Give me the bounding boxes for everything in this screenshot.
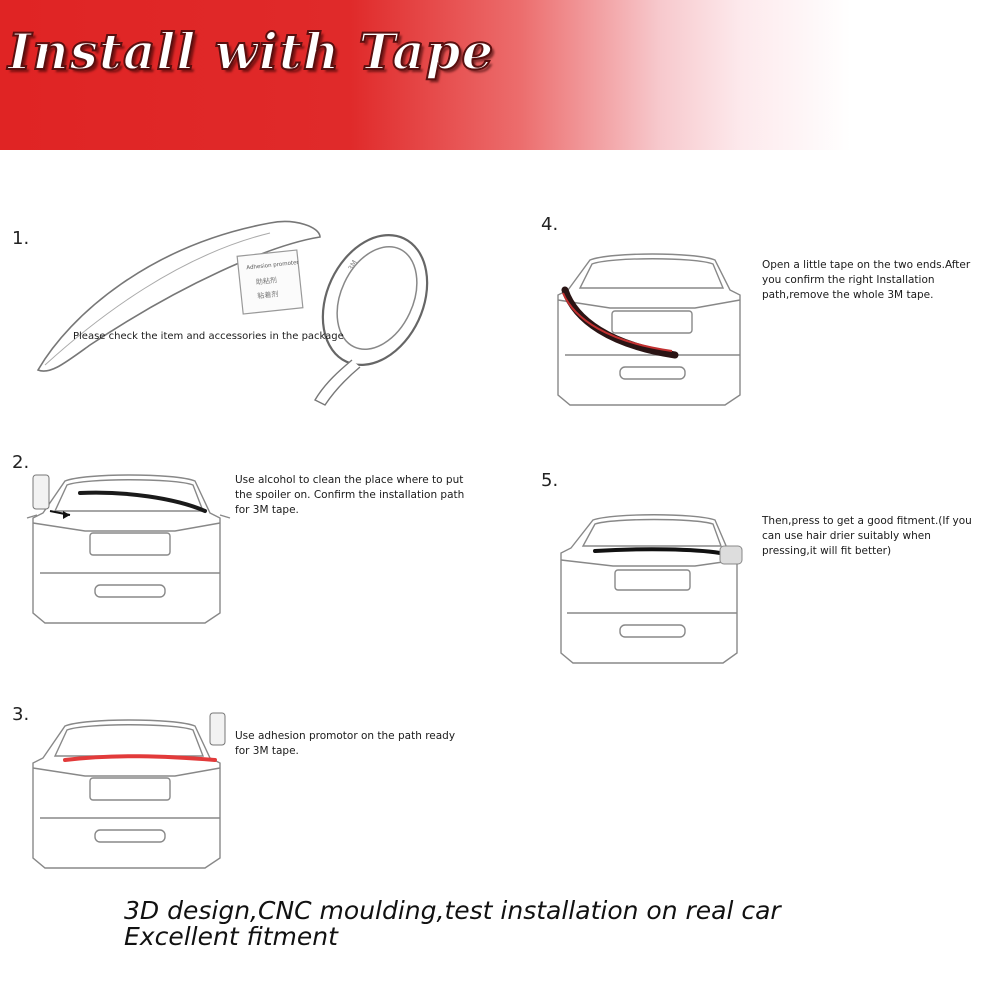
car-rear-outline (26, 474, 231, 624)
alcohol-bottle-icon (32, 474, 50, 510)
footer-text: 3D design,CNC moulding,test installation… (124, 898, 781, 950)
step-5-caption: Then,press to get a good fitment.(If you… (762, 515, 972, 557)
spoiler-path-line (78, 490, 207, 513)
header-banner: Install with Tape (0, 0, 1001, 150)
spoiler-black-icon (561, 286, 679, 359)
car-rear-outline (32, 719, 221, 869)
step-3-number: 3. (12, 704, 30, 725)
car-rear-outline (560, 514, 738, 664)
svg-text:粘着剂: 粘着剂 (257, 289, 279, 300)
page-title: Install with Tape (7, 21, 495, 82)
step-2-caption: Use alcohol to clean the place where to … (235, 474, 465, 516)
step-2-illustration (26, 474, 231, 624)
step-1-caption: Please check the item and accessories in… (73, 331, 344, 342)
spoiler-outline (36, 220, 321, 372)
step-3-illustration (32, 712, 226, 869)
step-5-illustration (560, 514, 743, 664)
tape-roll-icon: 3M (314, 234, 429, 406)
svg-text:助粘剂: 助粘剂 (255, 275, 277, 286)
step-5-number: 5. (541, 470, 559, 491)
step-1-illustration: Adhesion promoter 助粘剂 粘着剂 3M (36, 220, 429, 406)
tape-label: 3M (347, 259, 359, 272)
step-2-number: 2. (12, 452, 30, 473)
car-rear-outline (557, 253, 741, 406)
spoiler-installed-line (593, 547, 722, 555)
footer-line-1: 3D design,CNC moulding,test installation… (124, 896, 781, 925)
adhesion-promoter-label: Adhesion promoter (246, 260, 300, 272)
footer-line-2: Excellent fitment (124, 922, 338, 951)
step-4-illustration (557, 253, 741, 406)
spoiler-edge-line (44, 232, 271, 366)
hair-drier-icon (719, 545, 743, 565)
step-3-caption: Use adhesion promotor on the path ready … (235, 730, 456, 757)
step-1-number: 1. (12, 228, 30, 249)
tape-strip-line (562, 292, 673, 352)
adhesion-path-line (63, 754, 217, 762)
step-4-caption: Open a little tape on the two ends.After… (762, 259, 971, 301)
adhesion-promoter-box: Adhesion promoter 助粘剂 粘着剂 (236, 249, 304, 315)
promoter-bottle-icon (209, 712, 226, 746)
step-4-number: 4. (541, 214, 559, 235)
